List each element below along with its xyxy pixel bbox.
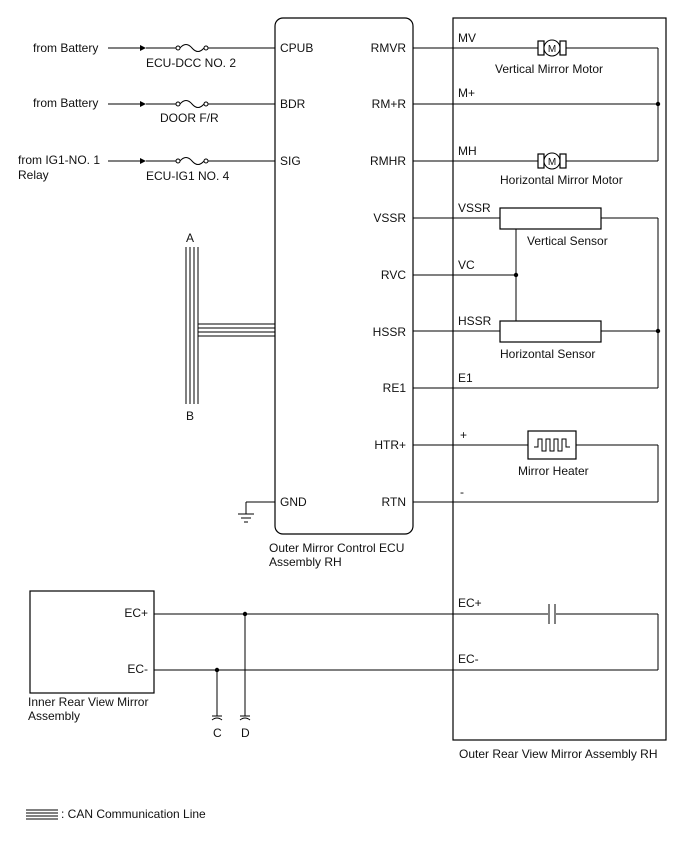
connector-c-label: C: [213, 726, 222, 740]
ecu-to-mirror-wires: MV M+ MH VSSR VC HSSR E1 + -: [413, 31, 658, 503]
outer-mirror-control-ecu: CPUB BDR SIG GND RMVR RM+R RMHR VSSR RVC…: [269, 17, 414, 569]
sensor-vc-junction: [513, 229, 519, 321]
ecu-label-line1: Outer Mirror Control ECU: [269, 541, 404, 555]
ecu-pin-rvc: RVC: [381, 268, 406, 282]
cpub-source-label: from Battery: [33, 41, 98, 55]
wire-label-ecm: EC-: [458, 652, 479, 666]
ecu-pin-bdr: BDR: [280, 97, 306, 111]
ecu-pin-vssr: VSSR: [373, 211, 406, 225]
cpub-fuse-icon: [175, 44, 209, 52]
connector-c: C: [211, 715, 223, 740]
cpub-arrow-icon: [140, 45, 146, 51]
inner-mirror-label-line2: Assembly: [28, 709, 80, 723]
cpub-fuse-label: ECU-DCC NO. 2: [146, 56, 236, 70]
capacitor-icon: [548, 604, 556, 624]
bdr-fuse-label: DOOR F/R: [160, 111, 219, 125]
wire-label-vc: VC: [458, 258, 475, 272]
wire-label-mplus: M+: [458, 86, 475, 100]
can-line-legend-icon: [26, 809, 58, 820]
bdr-source-label: from Battery: [33, 96, 98, 110]
horizontal-sensor-label: Horizontal Sensor: [500, 347, 595, 361]
mirror-heater-label: Mirror Heater: [518, 464, 589, 478]
vertical-mirror-motor: M Vertical Mirror Motor: [495, 39, 658, 76]
ecu-pin-hssr: HSSR: [373, 325, 407, 339]
wire-label-heater-plus: +: [460, 428, 467, 442]
can-bus: A B: [185, 231, 275, 423]
legend-text: : CAN Communication Line: [61, 807, 206, 821]
wire-label-heater-minus: -: [460, 485, 464, 499]
inner-mirror-pin-ecm: EC-: [127, 662, 148, 676]
inner-mirror-label-line1: Inner Rear View Mirror: [28, 695, 148, 709]
wire-label-mh: MH: [458, 144, 477, 158]
connector-d: D: [239, 715, 251, 740]
vertical-sensor-label: Vertical Sensor: [527, 234, 608, 248]
ecu-pin-gnd: GND: [280, 495, 307, 509]
sig-source-label-1: from IG1-NO. 1: [18, 153, 100, 167]
vertical-motor-symbol: M: [548, 44, 556, 55]
ecu-pin-re1: RE1: [383, 381, 407, 395]
bdr-input-circuit: from Battery DOOR F/R: [33, 96, 275, 125]
sig-fuse-icon: [175, 157, 209, 165]
ecu-pin-rtn: RTN: [382, 495, 406, 509]
wire-label-e1: E1: [458, 371, 473, 385]
electrochromic-circuit: EC+ EC-: [154, 596, 659, 716]
ecu-pin-htr: HTR+: [374, 438, 406, 452]
sensor-e1-rail: [655, 218, 661, 388]
ecu-pin-rmr: RM+R: [372, 97, 407, 111]
ground-icon: [238, 513, 254, 523]
wire-label-mv: MV: [458, 31, 476, 45]
sig-arrow-icon: [140, 158, 146, 164]
horizontal-motor-symbol: M: [548, 157, 556, 168]
horizontal-motor-label: Horizontal Mirror Motor: [500, 173, 623, 187]
wire-label-ecp: EC+: [458, 596, 482, 610]
bdr-fuse-icon: [175, 100, 209, 108]
vertical-sensor: Vertical Sensor: [499, 207, 658, 248]
connector-c-icon: [211, 715, 223, 721]
can-bus-top-label: A: [186, 231, 194, 245]
can-bus-bottom-label: B: [186, 409, 194, 423]
ground-connection: [238, 501, 275, 523]
wire-label-hssr: HSSR: [458, 314, 492, 328]
outer-rear-view-mirror-assembly: Outer Rear View Mirror Assembly RH: [452, 17, 667, 761]
vertical-motor-label: Vertical Mirror Motor: [495, 62, 603, 76]
sig-input-circuit: from IG1-NO. 1 Relay ECU-IG1 NO. 4: [18, 153, 275, 183]
sig-source-label-2: Relay: [18, 168, 49, 182]
inner-rear-view-mirror-assembly: EC+ EC- Inner Rear View Mirror Assembly: [28, 590, 155, 723]
motor-common-rail: [655, 48, 661, 161]
cpub-input-circuit: from Battery ECU-DCC NO. 2: [33, 41, 275, 70]
legend: : CAN Communication Line: [26, 807, 206, 821]
ecu-pin-rmhr: RMHR: [370, 154, 406, 168]
ecu-pin-rmvr: RMVR: [371, 41, 407, 55]
horizontal-mirror-motor: M Horizontal Mirror Motor: [500, 152, 658, 187]
wire-label-vssr: VSSR: [458, 201, 491, 215]
sig-fuse-label: ECU-IG1 NO. 4: [146, 169, 230, 183]
inner-mirror-pin-ecp: EC+: [124, 606, 148, 620]
outer-mirror-label: Outer Rear View Mirror Assembly RH: [459, 747, 658, 761]
horizontal-sensor: Horizontal Sensor: [499, 320, 658, 361]
mirror-heater: Mirror Heater: [518, 430, 659, 502]
bdr-arrow-icon: [140, 101, 146, 107]
ecu-label-line2: Assembly RH: [269, 555, 342, 569]
connector-d-icon: [239, 715, 251, 721]
ecu-pin-cpub: CPUB: [280, 41, 313, 55]
connector-d-label: D: [241, 726, 250, 740]
heater-element-icon: [534, 438, 570, 452]
ecu-pin-sig: SIG: [280, 154, 301, 168]
